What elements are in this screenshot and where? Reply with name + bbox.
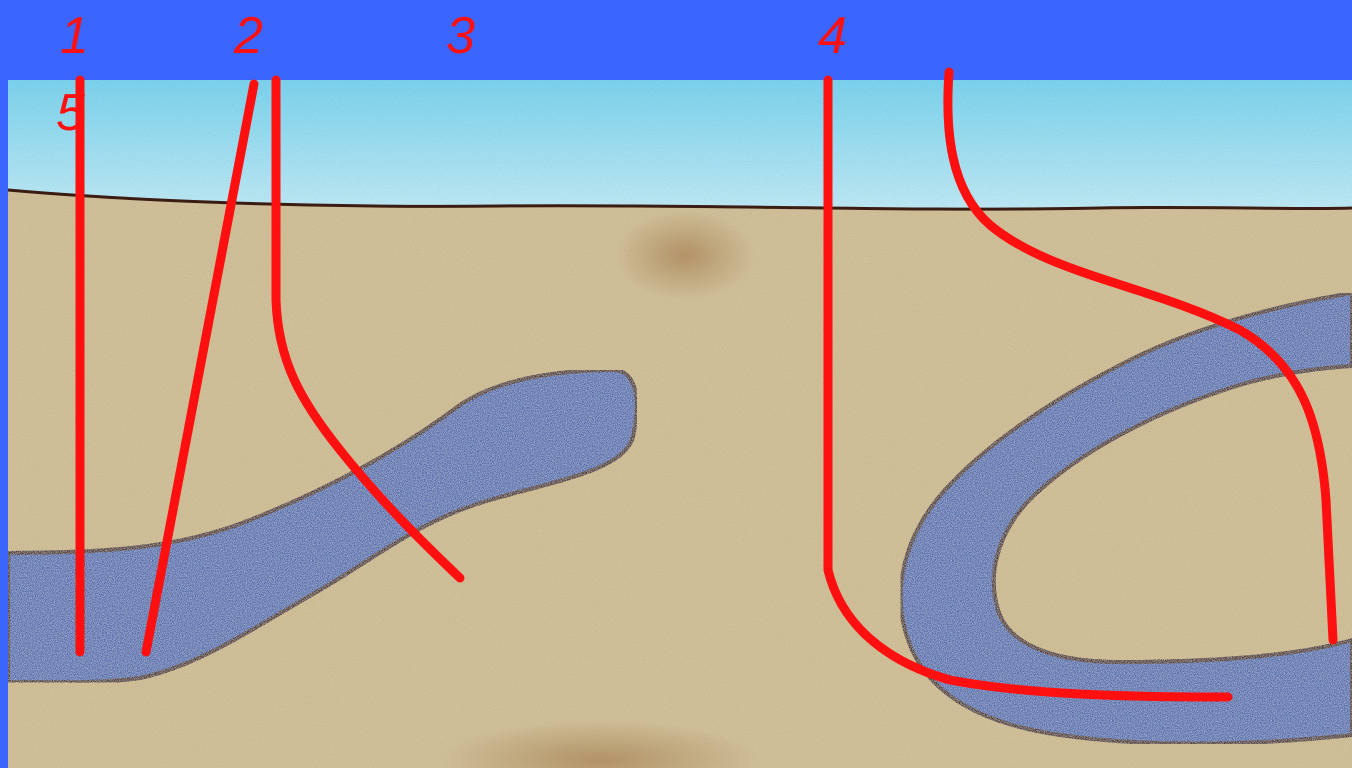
label-4: 4 [818, 7, 847, 65]
label-5: 5 [56, 84, 86, 142]
label-2: 2 [233, 7, 263, 65]
label-1: 1 [60, 7, 89, 65]
label-3: 3 [446, 7, 475, 65]
sky [8, 80, 1352, 220]
dune-shade [615, 210, 755, 300]
